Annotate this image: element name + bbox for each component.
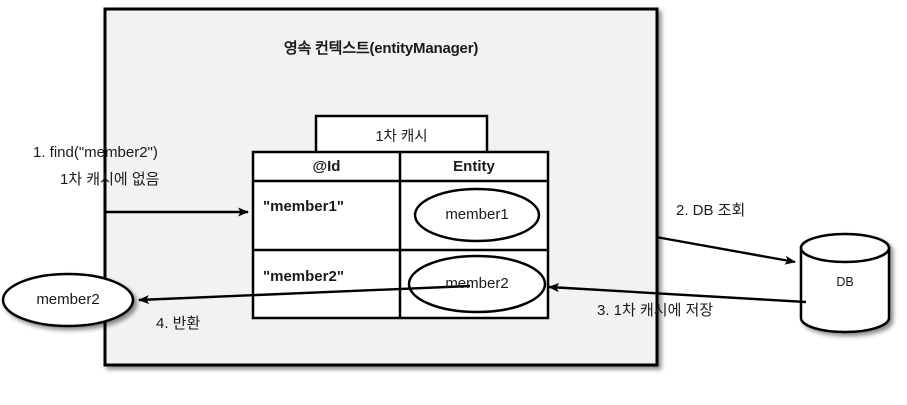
table-row-1-id: "member1" bbox=[263, 198, 344, 215]
table-column-header-entity: Entity bbox=[453, 158, 495, 175]
table-row-2-entity: member2 bbox=[445, 275, 509, 292]
entity-ellipse-member2 bbox=[407, 254, 547, 314]
arrow-step-2 bbox=[655, 235, 796, 265]
page-title: 영속 컨텍스트(entityManager) bbox=[283, 40, 479, 57]
database-cylinder-shape bbox=[799, 232, 891, 334]
annotation-step-1-line-1: 1. find("member2") bbox=[33, 144, 158, 161]
returned-entity-label: member2 bbox=[36, 291, 100, 308]
arrow-step-4 bbox=[138, 284, 471, 305]
annotation-step-1-line-2: 1차 캐시에 없음 bbox=[60, 171, 160, 188]
table-column-header-id: @Id bbox=[312, 158, 341, 175]
annotation-step-3: 3. 1차 캐시에 저장 bbox=[597, 302, 714, 319]
cache-tab-label: 1차 캐시 bbox=[375, 129, 428, 145]
table-row-1-entity: member1 bbox=[445, 206, 509, 223]
returned-entity-ellipse bbox=[1, 272, 135, 328]
arrow-step-3 bbox=[548, 283, 807, 304]
database-label: DB bbox=[836, 275, 854, 289]
annotation-step-4: 4. 반환 bbox=[156, 315, 201, 332]
annotation-step-2: 2. DB 조회 bbox=[676, 202, 746, 219]
entity-ellipse-member1 bbox=[413, 187, 541, 243]
table-row-2-id: "member2" bbox=[263, 268, 344, 285]
